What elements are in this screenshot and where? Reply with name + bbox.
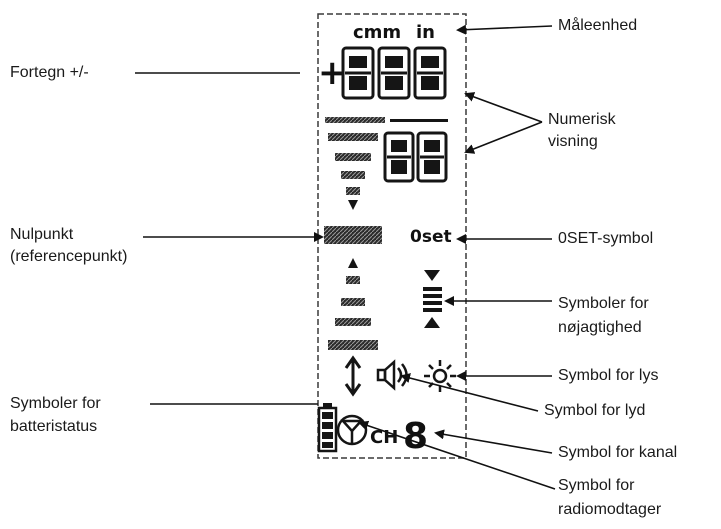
callout-battery-2: batteristatus <box>10 418 98 435</box>
unit-in-text: in <box>416 22 435 43</box>
callout-radio-2: radiomodtager <box>558 501 662 518</box>
callout-battery-1: Symboler for <box>10 395 101 412</box>
arrow-unit <box>456 24 553 35</box>
top-digits <box>341 46 447 100</box>
callout-unit: Måleenhed <box>558 17 638 34</box>
digit-5 <box>416 131 448 183</box>
speaker-icon <box>376 359 408 391</box>
lower-pyramid <box>328 258 378 350</box>
callout-sign: Fortegn +/- <box>10 64 89 81</box>
callout-sound: Symbol for lyd <box>544 402 646 419</box>
arrow-numeric-bottom <box>464 121 543 154</box>
callout-channel: Symbol for kanal <box>558 444 678 461</box>
lcd-frame <box>317 13 467 459</box>
callout-numeric-2: visning <box>548 133 598 150</box>
digit-2 <box>377 46 411 100</box>
light-icon <box>424 360 456 392</box>
callout-numeric-1: Numerisk <box>548 111 616 128</box>
zero-point-bar <box>324 226 382 244</box>
callout-oset: 0SET-symbol <box>558 230 654 247</box>
oset-symbol: 0set <box>410 227 452 247</box>
bar-top-right <box>390 119 448 122</box>
arrow-numeric-top <box>464 92 543 123</box>
accuracy-symbols <box>423 270 442 328</box>
bar-top-left <box>325 117 385 123</box>
updown-arrow-icon <box>344 355 362 397</box>
callout-light: Symbol for lys <box>558 367 659 384</box>
arrows <box>135 24 556 490</box>
channel-digit: 8 <box>403 416 428 457</box>
lower-digits <box>383 131 448 183</box>
arrow-radio <box>358 420 556 490</box>
callout-radio-1: Symbol for <box>558 477 635 494</box>
digit-3 <box>413 46 447 100</box>
callout-accuracy-1: Symboler for <box>558 295 649 312</box>
callout-accuracy-2: nøjagtighed <box>558 319 642 336</box>
digit-4 <box>383 131 415 183</box>
battery-icon <box>317 403 338 453</box>
arrow-channel <box>434 429 553 454</box>
digit-1 <box>341 46 375 100</box>
callout-zero-2: (referencepunkt) <box>10 248 128 265</box>
channel-label: CH <box>370 427 398 448</box>
radio-receiver-icon <box>336 414 368 446</box>
unit-cmm-text: cmm <box>353 22 401 43</box>
arrow-sound <box>400 373 539 412</box>
upper-pyramid <box>328 133 378 210</box>
callout-zero-1: Nulpunkt <box>10 226 74 243</box>
